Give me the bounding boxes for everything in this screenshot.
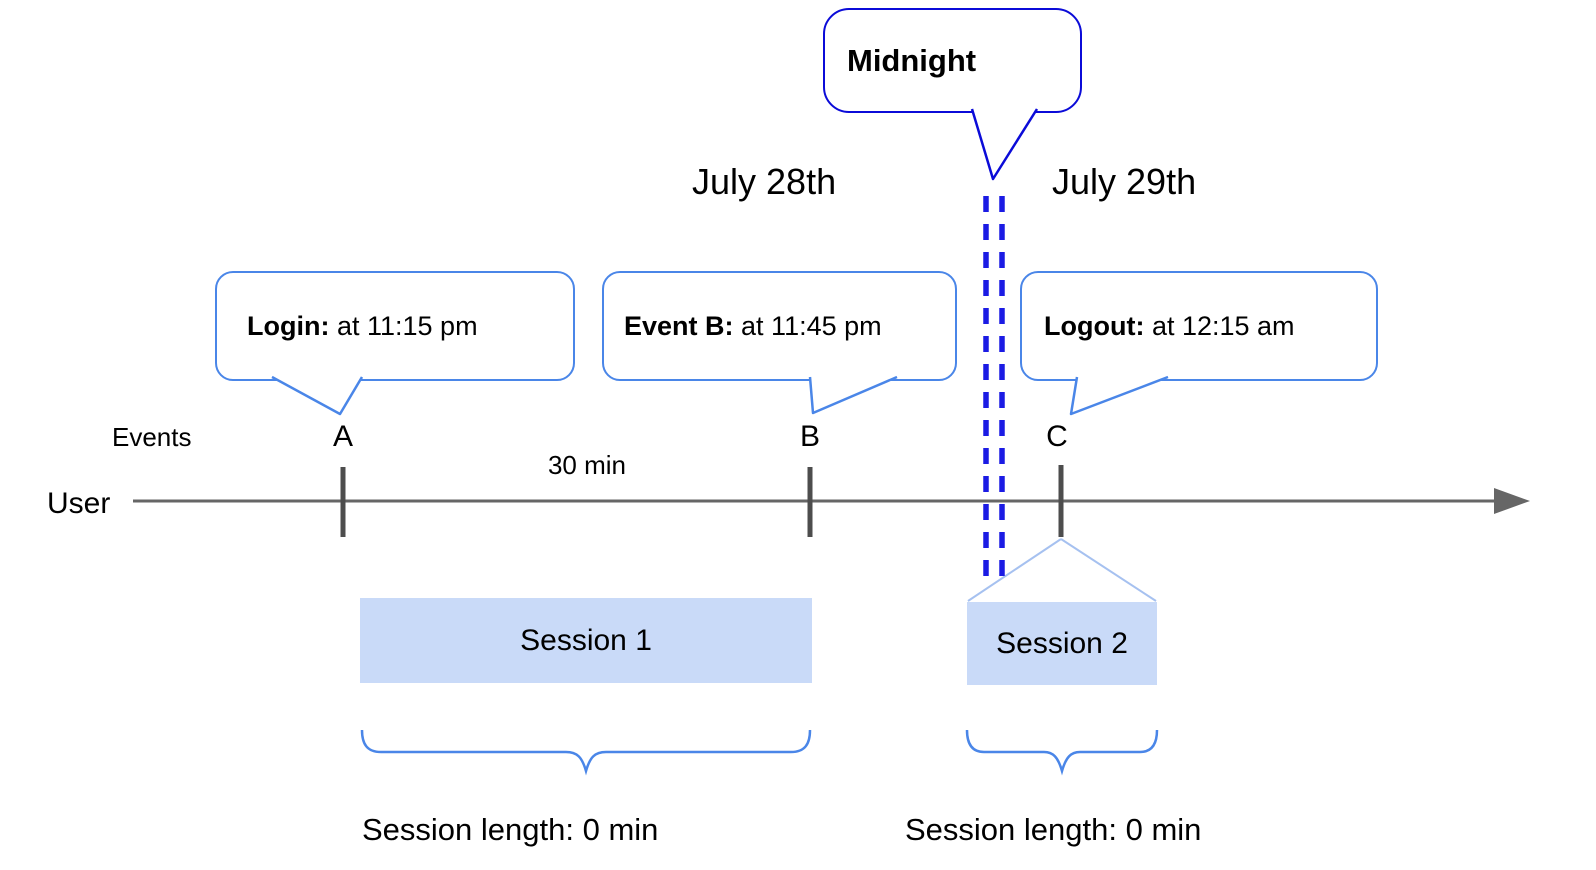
date-label-july-28: July 28th xyxy=(692,161,837,202)
session-2-box: Session 2 xyxy=(967,602,1157,685)
event-b-callout: Event B: at 11:45 pm xyxy=(602,271,957,381)
session-1-brace xyxy=(360,729,812,776)
session-1-label: Session 1 xyxy=(520,623,652,657)
event-b-callout-detail: at 11:45 pm xyxy=(733,310,882,341)
session-2-length-label: Session length: 0 min xyxy=(905,812,1202,847)
session-2-brace xyxy=(965,729,1159,776)
midnight-callout-tail xyxy=(970,108,1039,181)
event-marker-b: B xyxy=(799,420,821,453)
logout-callout-tail xyxy=(1069,375,1169,416)
login-callout-detail: at 11:15 pm xyxy=(329,310,478,341)
user-row-label: User xyxy=(47,487,111,520)
midnight-callout: Midnight xyxy=(823,8,1082,113)
session-1-box: Session 1 xyxy=(360,598,812,683)
timeline-arrowhead-icon xyxy=(1494,488,1530,514)
login-callout-title: Login: xyxy=(247,310,330,341)
session-2-label: Session 2 xyxy=(996,626,1128,660)
logout-callout-detail: at 12:15 am xyxy=(1144,310,1295,341)
events-row-label: Events xyxy=(112,422,192,452)
interval-label: 30 min xyxy=(547,450,627,480)
session-2-connector-lines xyxy=(967,538,1157,602)
event-b-callout-title: Event B: xyxy=(624,310,734,341)
midnight-callout-label: Midnight xyxy=(847,42,977,78)
event-marker-a: A xyxy=(332,420,354,453)
logout-callout: Logout: at 12:15 am xyxy=(1020,271,1378,381)
logout-callout-title: Logout: xyxy=(1044,310,1145,341)
login-callout: Login: at 11:15 pm xyxy=(215,271,575,381)
login-callout-tail xyxy=(271,375,364,416)
event-marker-c: C xyxy=(1046,420,1068,453)
event-b-callout-tail xyxy=(808,375,898,415)
session-1-length-label: Session length: 0 min xyxy=(362,812,659,847)
date-label-july-29: July 29th xyxy=(1052,161,1197,202)
